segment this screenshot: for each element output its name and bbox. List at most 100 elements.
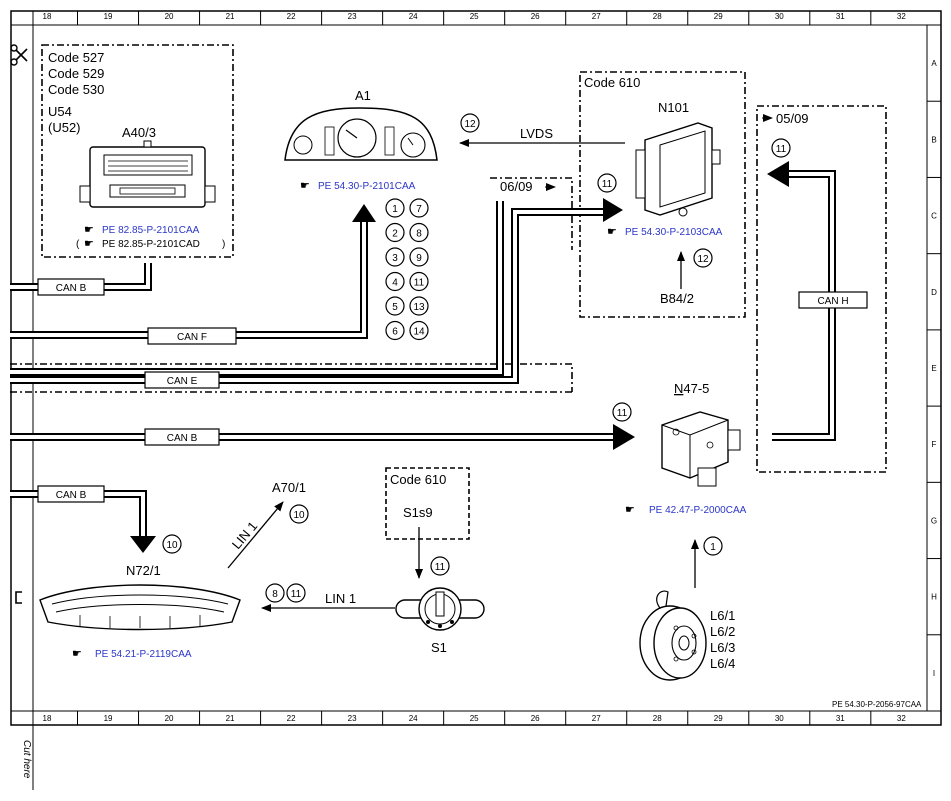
column-label-29: 29 bbox=[714, 12, 723, 21]
a1-callout-circle bbox=[409, 247, 429, 267]
column-label-19: 19 bbox=[104, 12, 113, 21]
code-527: Code 527 bbox=[48, 50, 104, 65]
callout-s1s9: 11 bbox=[430, 556, 450, 576]
column-ticks bbox=[77, 11, 872, 725]
group-box-s1s9 bbox=[385, 467, 470, 540]
n475-ref-text[interactable]: PE 42.47-P-2000CAA bbox=[649, 505, 747, 516]
column-label-27: 27 bbox=[592, 12, 601, 21]
row-label-D: D bbox=[931, 288, 937, 297]
row-label-B: B bbox=[931, 135, 936, 144]
can-b-mid-text: CAN B bbox=[167, 433, 198, 444]
b842-label: B84/2 bbox=[660, 291, 694, 306]
n721-ref-text[interactable]: PE 54.21-P-2119CAA bbox=[95, 649, 192, 660]
can-e-arrowhead bbox=[603, 198, 623, 222]
code-529: Code 529 bbox=[48, 66, 104, 81]
lin1-label: LIN 1 bbox=[325, 591, 356, 606]
document-reference: PE 54.30-P-2056-97CAA bbox=[832, 700, 922, 709]
column-label-21: 21 bbox=[226, 12, 235, 21]
bracket-icon bbox=[15, 591, 22, 604]
group-outline-06-09-top bbox=[490, 177, 573, 250]
can-e-label: CAN E bbox=[144, 371, 220, 389]
a1-callout-circle bbox=[385, 271, 405, 292]
row-label-G: G bbox=[931, 516, 937, 525]
reference-icon: ☛ bbox=[300, 180, 310, 192]
column-label-20: 20 bbox=[165, 714, 174, 723]
reference-icon: ☛ bbox=[84, 224, 94, 236]
column-label-22: 22 bbox=[287, 714, 296, 723]
a1-callout-circle bbox=[385, 247, 405, 267]
reference-icon: ☛ bbox=[84, 238, 94, 250]
code-610-s1s9: Code 610 bbox=[390, 472, 446, 487]
a1-callout-circle bbox=[409, 320, 429, 341]
a1-callout-circle bbox=[385, 320, 405, 341]
a1-callout-8: 8 bbox=[416, 229, 422, 240]
a403-ref-2[interactable]: ( ☛ PE 82.85-P-2101CAD ) bbox=[76, 238, 225, 250]
callout-n721: 10 bbox=[162, 534, 182, 554]
callout-b842: 12 bbox=[693, 248, 713, 268]
n475-ref[interactable]: ☛ PE 42.47-P-2000CAA bbox=[625, 504, 747, 516]
n101-ref[interactable]: ☛ PE 54.30-P-2103CAA bbox=[607, 226, 723, 238]
can-b-top-label: CAN B bbox=[37, 278, 105, 296]
l6-1-label: L6/1 bbox=[710, 608, 735, 623]
can-f-text: CAN F bbox=[177, 332, 207, 343]
column-label-20: 20 bbox=[165, 12, 174, 21]
callout-n475: 11 bbox=[612, 402, 632, 422]
reference-icon: ☛ bbox=[72, 648, 82, 660]
a403-ref-1-text[interactable]: PE 82.85-P-2101CAA bbox=[102, 225, 200, 236]
a1-callout-9: 9 bbox=[416, 253, 422, 264]
callout-n475-text: 11 bbox=[617, 408, 628, 419]
a1-ref-text[interactable]: PE 54.30-P-2101CAA bbox=[318, 181, 416, 192]
column-label-26: 26 bbox=[531, 12, 540, 21]
ref-close-paren: ) bbox=[222, 239, 225, 250]
a403-label: A40/3 bbox=[122, 125, 156, 140]
column-label-23: 23 bbox=[348, 714, 357, 723]
code-u52: (U52) bbox=[48, 120, 81, 135]
column-label-30: 30 bbox=[775, 714, 784, 723]
bus-can-b-mid bbox=[10, 424, 635, 450]
n475-label: N47-5 bbox=[674, 381, 709, 396]
a1-callout-6: 6 bbox=[392, 327, 398, 338]
light-switch-s1 bbox=[395, 587, 485, 631]
esp-unit-n475 bbox=[661, 411, 741, 487]
can-b-mid-label: CAN B bbox=[144, 428, 220, 446]
control-panel-n721 bbox=[39, 584, 241, 631]
a1-callout-circle bbox=[409, 296, 429, 316]
l6-labels: L6/1 L6/2 L6/3 L6/4 bbox=[710, 608, 735, 671]
callout-l6-text: 1 bbox=[710, 542, 716, 553]
column-label-24: 24 bbox=[409, 714, 418, 723]
group-box-a403 bbox=[41, 44, 234, 258]
l6-2-label: L6/2 bbox=[710, 624, 735, 639]
can-h-label: CAN H bbox=[798, 291, 868, 309]
a701-label: A70/1 bbox=[272, 480, 306, 495]
l6-3-label: L6/3 bbox=[710, 640, 735, 655]
a1-callout-5: 5 bbox=[392, 302, 398, 313]
column-label-28: 28 bbox=[653, 714, 662, 723]
callout-a701-text: 10 bbox=[293, 510, 305, 521]
a403-ref-2-text[interactable]: PE 82.85-P-2101CAD bbox=[102, 239, 200, 250]
column-label-32: 32 bbox=[897, 12, 906, 21]
cut-here-label: Cut here bbox=[21, 740, 32, 779]
instrument-cluster-a1 bbox=[284, 107, 438, 161]
n721-ref[interactable]: ☛ PE 54.21-P-2119CAA bbox=[72, 648, 192, 660]
row-label-E: E bbox=[931, 364, 936, 373]
can-e-text: CAN E bbox=[167, 376, 198, 387]
row-label-C: C bbox=[931, 212, 937, 221]
callout-b842-text: 12 bbox=[697, 254, 709, 265]
bus-can-b-low bbox=[10, 490, 156, 553]
can-b-low-label: CAN B bbox=[37, 485, 105, 503]
a1-ref[interactable]: ☛ PE 54.30-P-2101CAA bbox=[300, 180, 416, 192]
n101-ref-text[interactable]: PE 54.30-P-2103CAA bbox=[625, 227, 723, 238]
date-06-09: 06/09 bbox=[500, 179, 533, 194]
code-list-a403: Code 527 Code 529 Code 530 U54 (U52) bbox=[48, 50, 104, 135]
column-labels: 1818191920202121222223232424252526262727… bbox=[43, 12, 907, 723]
column-label-18: 18 bbox=[43, 12, 52, 21]
row-label-H: H bbox=[931, 593, 937, 602]
wheel-speed-sensor-l6 bbox=[639, 590, 707, 681]
callout-lvds-text: 12 bbox=[464, 119, 476, 130]
scissors-icon bbox=[10, 44, 28, 66]
a403-ref-1[interactable]: ☛ PE 82.85-P-2101CAA bbox=[84, 224, 200, 236]
column-label-22: 22 bbox=[287, 12, 296, 21]
n101-label: N101 bbox=[658, 100, 689, 115]
column-label-24: 24 bbox=[409, 12, 418, 21]
